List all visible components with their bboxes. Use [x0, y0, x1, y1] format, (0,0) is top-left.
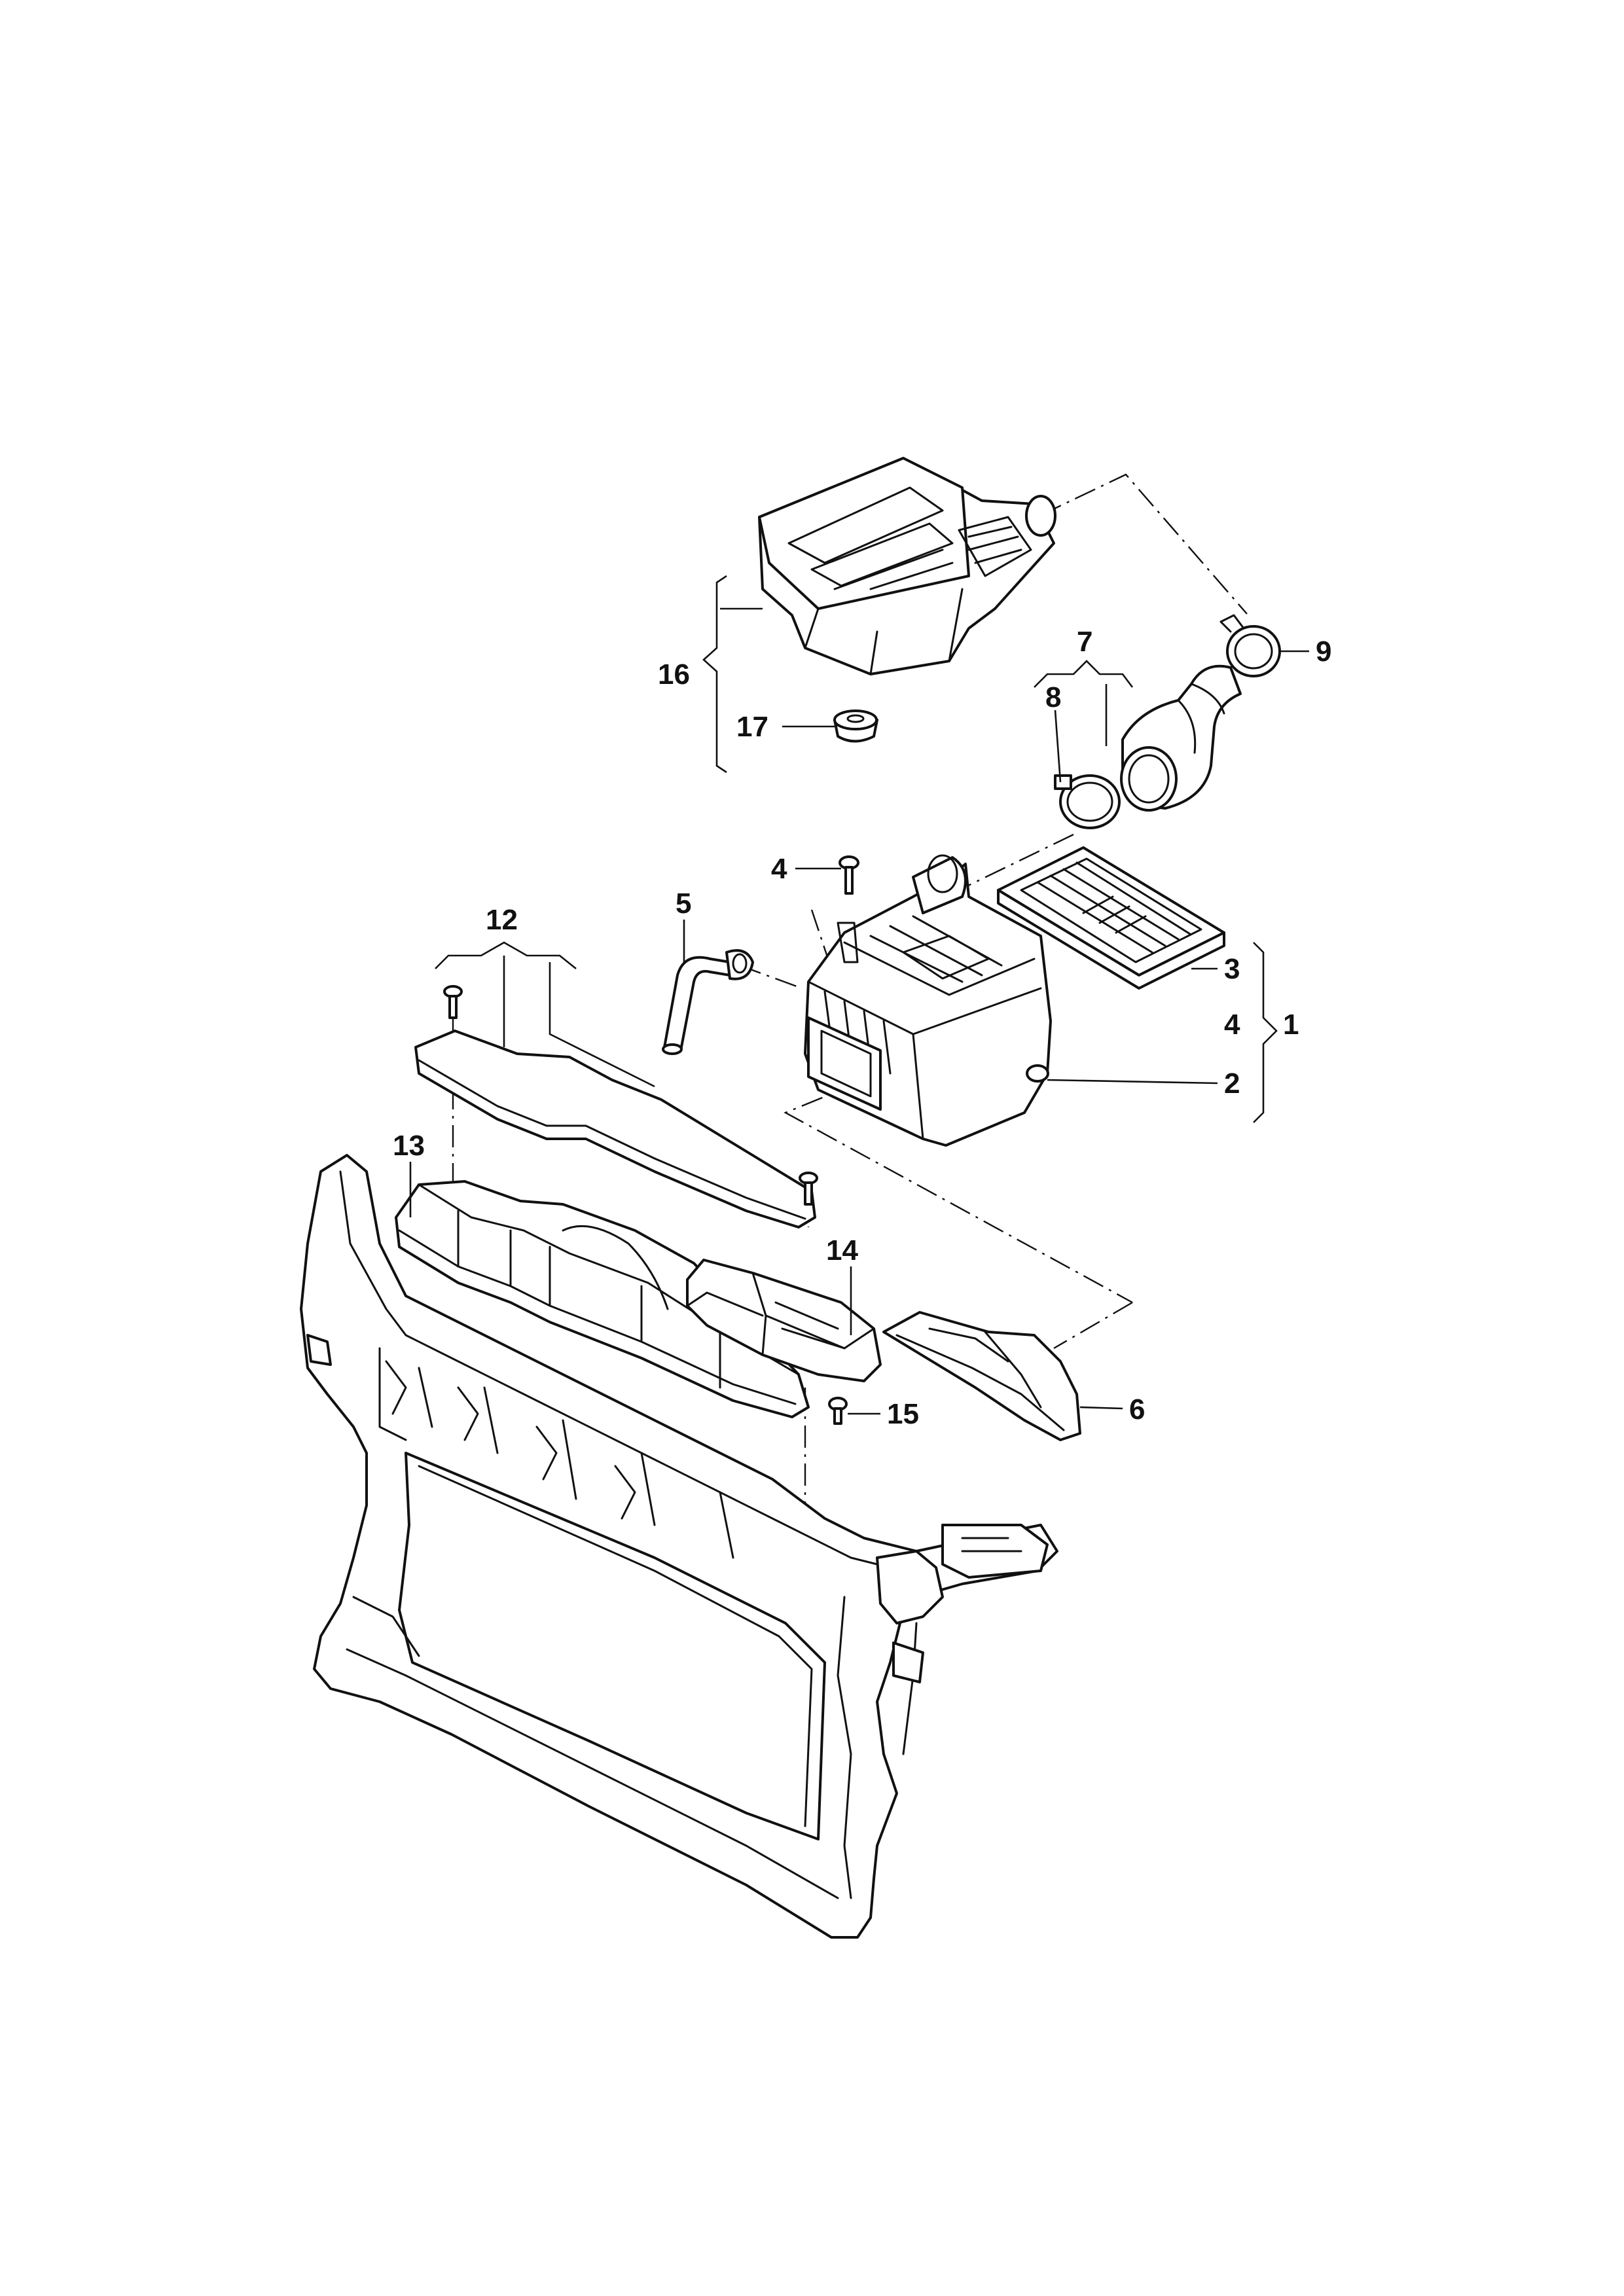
callout-6: 6: [1129, 1393, 1145, 1426]
part-3-air-filter-element: [997, 846, 1225, 990]
callout-leaders: [409, 575, 1309, 1415]
part-16-engine-cover: [758, 457, 1056, 675]
part-12-cover-panel: [414, 985, 818, 1229]
callout-16: 16: [658, 658, 690, 691]
part-4-screw-upper: [839, 855, 859, 895]
part-13-air-duct: [395, 1180, 810, 1418]
callout-7: 7: [1077, 626, 1092, 658]
callout-4-upper: 4: [771, 853, 787, 885]
callout-labels: 16 17 9 7 8 4 5 12 3 4 1 2 13 14 15 6: [393, 626, 1331, 1430]
callout-8: 8: [1045, 681, 1061, 713]
callout-13: 13: [393, 1130, 425, 1162]
callout-1: 1: [1283, 1009, 1299, 1041]
radiator-support-frame: [300, 1154, 1058, 1939]
part-5-breather-hose: [662, 949, 754, 1055]
part-17-grommet: [833, 709, 878, 743]
part-14-duct-piece: [686, 1259, 882, 1382]
part-7-intake-hose: [1120, 664, 1242, 812]
part-2-air-filter-housing: [804, 854, 1052, 1147]
callout-12: 12: [486, 904, 518, 936]
callout-17: 17: [736, 711, 768, 743]
part-15-screw: [828, 1397, 848, 1425]
part-8-hose-clamp: [1054, 774, 1121, 829]
callout-2: 2: [1224, 1067, 1240, 1100]
callout-4-right: 4: [1224, 1009, 1240, 1041]
part-4-screw-housing: [837, 922, 859, 963]
callout-5: 5: [676, 888, 691, 920]
callout-9: 9: [1316, 636, 1331, 668]
callout-3: 3: [1224, 953, 1240, 985]
part-6-air-guide: [882, 1311, 1081, 1441]
callout-15: 15: [887, 1398, 919, 1430]
callout-14: 14: [826, 1234, 858, 1266]
